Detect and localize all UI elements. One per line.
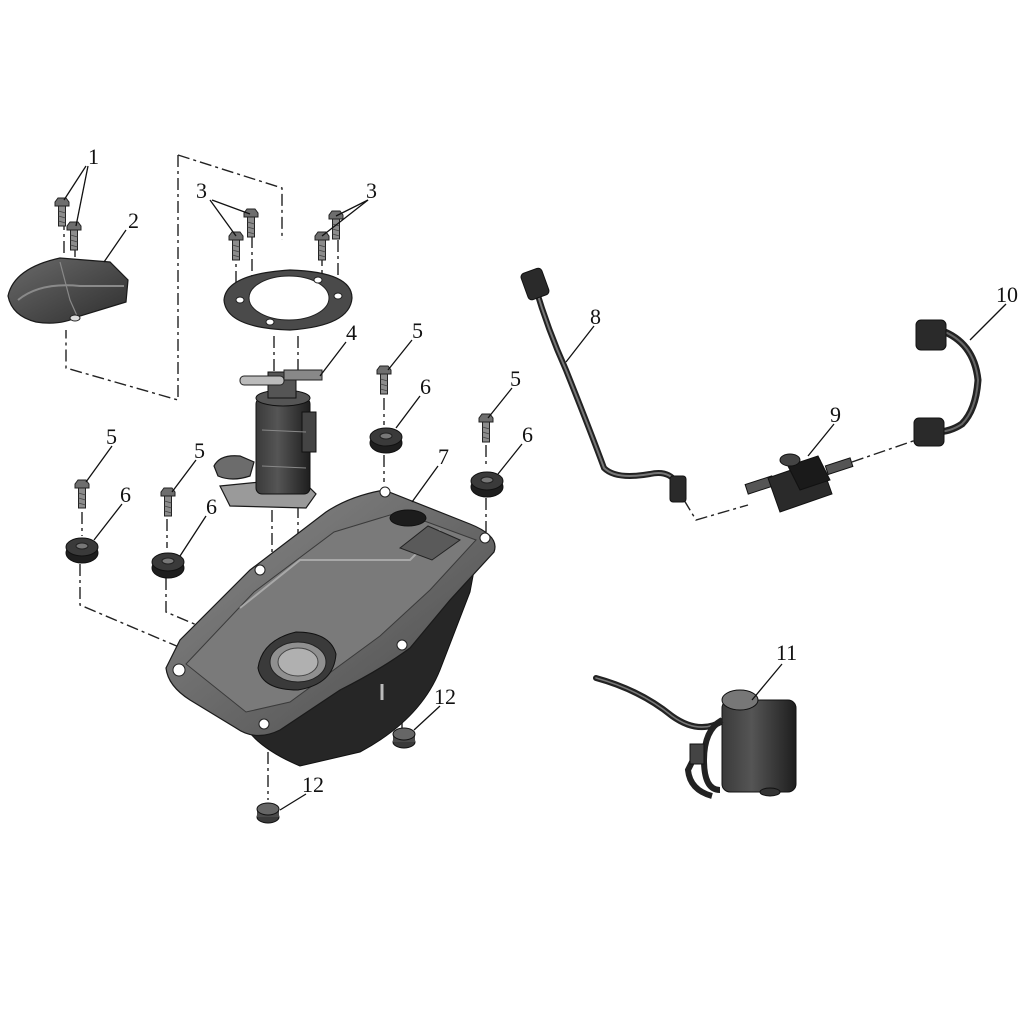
fuel-hose-10-icon [913, 319, 982, 447]
callout-5-a: 5 [412, 318, 423, 343]
callout-3-left: 3 [196, 178, 207, 203]
callout-labels: 1 2 3 3 4 5 5 5 5 6 6 6 6 7 8 9 10 11 12… [88, 144, 1018, 797]
fuel-tank-icon [165, 486, 496, 767]
callout-1: 1 [88, 144, 99, 169]
callout-12-a: 12 [434, 684, 456, 709]
callout-6-b: 6 [522, 422, 533, 447]
callout-3-right: 3 [366, 178, 377, 203]
fuel-pump-icon [213, 369, 323, 509]
bolt-3-icon [228, 208, 344, 261]
callout-9: 9 [830, 402, 841, 427]
pump-gasket-icon [223, 269, 353, 331]
fuel-hose-8-icon [520, 267, 687, 503]
callout-12-b: 12 [302, 772, 324, 797]
callout-8: 8 [590, 304, 601, 329]
bolt-1-icon [54, 197, 82, 251]
callout-5-b: 5 [510, 366, 521, 391]
cover-plate-icon [7, 257, 129, 324]
callout-4: 4 [346, 320, 357, 345]
callout-5-d: 5 [194, 438, 205, 463]
evap-canister-icon [593, 675, 797, 799]
callout-10: 10 [996, 282, 1018, 307]
callout-7: 7 [438, 444, 449, 469]
callout-5-c: 5 [106, 424, 117, 449]
callout-6-d: 6 [206, 494, 217, 519]
callout-6-c: 6 [120, 482, 131, 507]
callout-6-a: 6 [420, 374, 431, 399]
callout-2: 2 [128, 208, 139, 233]
callout-11: 11 [776, 640, 797, 665]
leader-lines [63, 165, 1007, 811]
fuel-filter-icon [744, 453, 854, 513]
